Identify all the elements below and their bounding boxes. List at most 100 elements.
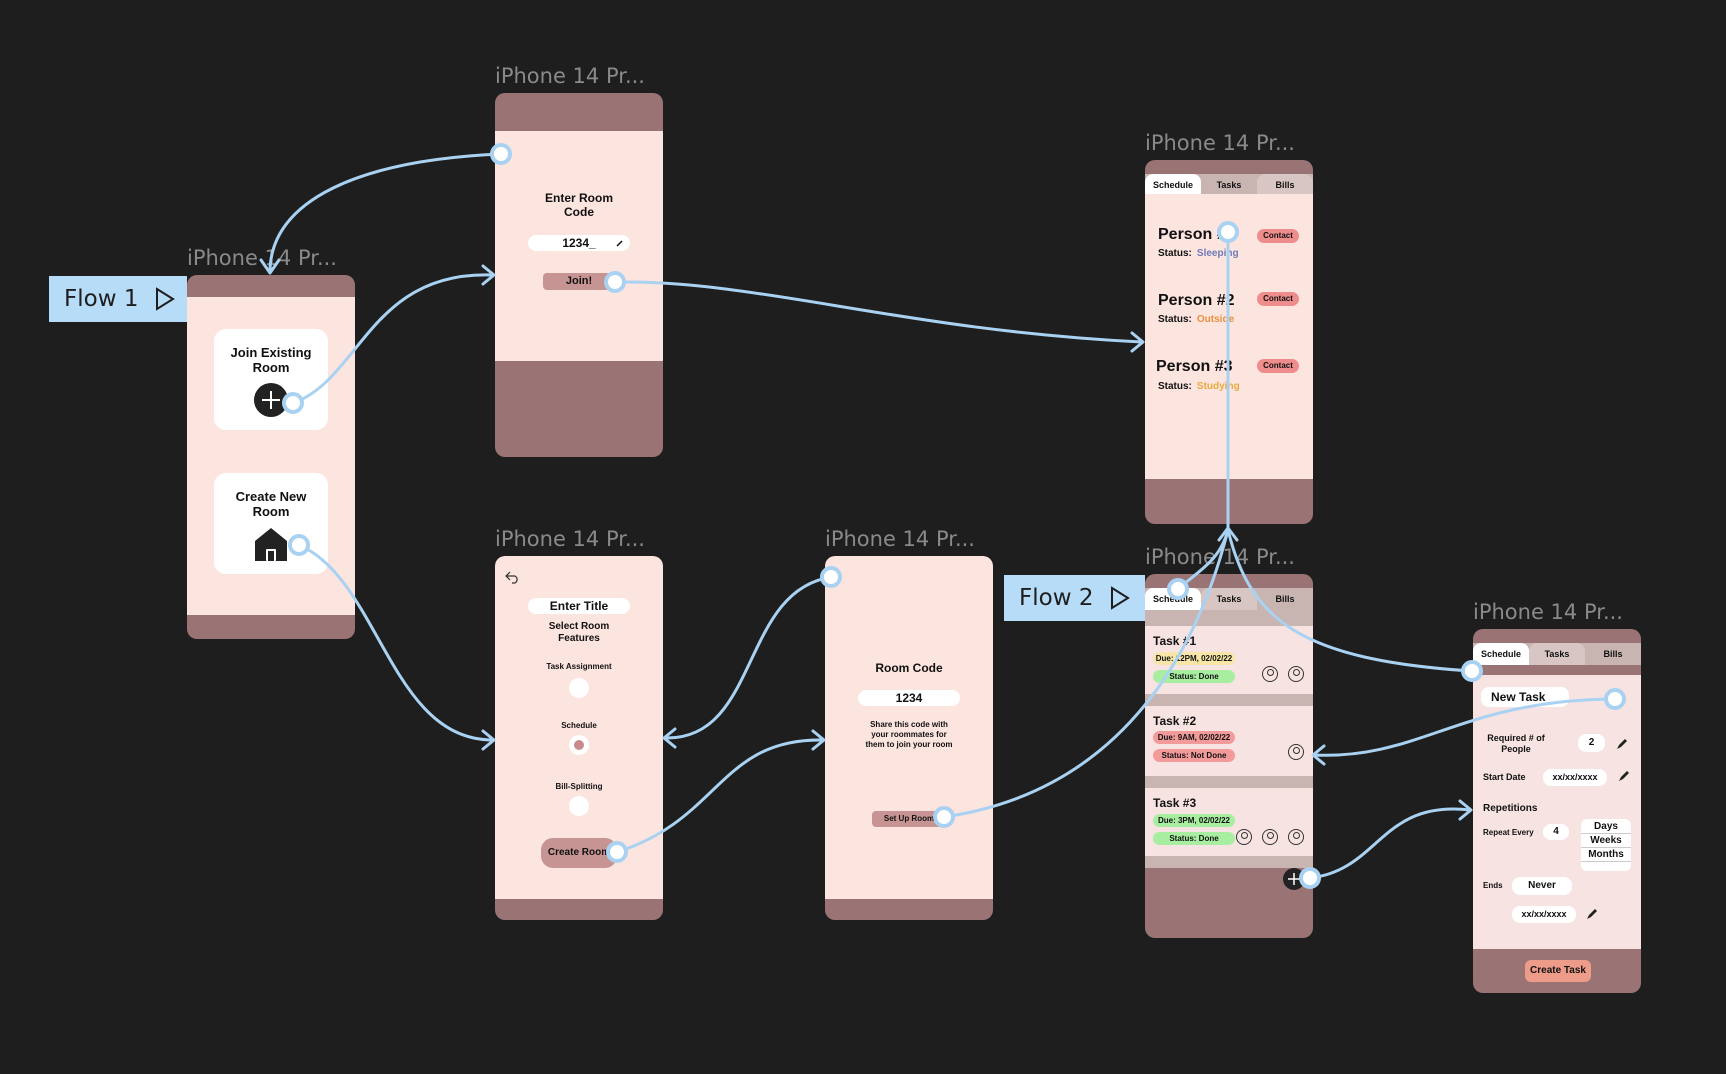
- start-date-input[interactable]: xx/xx/xxxx: [1543, 769, 1607, 786]
- avatar-icon: [1288, 744, 1304, 760]
- join-room-title: Join Existing Room: [230, 345, 312, 375]
- feature-schedule-label: Schedule: [561, 721, 597, 730]
- connection-handle[interactable]: [490, 143, 512, 165]
- avatar-icon: [1262, 666, 1278, 682]
- create-task-button[interactable]: Create Task: [1525, 960, 1591, 982]
- pencil-icon[interactable]: [1616, 738, 1628, 750]
- connection-handle[interactable]: [1604, 688, 1626, 710]
- room-code-input[interactable]: 1234_: [528, 235, 630, 251]
- flow-2-label: Flow 2: [1019, 585, 1094, 611]
- start-date-label: Start Date: [1483, 772, 1526, 782]
- ends-label: Ends: [1483, 881, 1503, 890]
- tab-schedule[interactable]: Schedule: [1145, 174, 1201, 196]
- room-code-title: Room Code: [875, 661, 943, 675]
- frame-label-schedule: iPhone 14 Pr...: [1145, 131, 1295, 155]
- feature-bill-radio[interactable]: [569, 796, 589, 816]
- feature-bill-label: Bill-Splitting: [555, 782, 603, 791]
- plus-circle-icon: [254, 383, 288, 417]
- join-screen: Enter Room Code 1234_ Join!: [495, 131, 663, 361]
- pencil-icon[interactable]: [1586, 908, 1598, 920]
- repeat-every-label: Repeat Every: [1483, 828, 1534, 837]
- contact-button-3[interactable]: Contact: [1257, 359, 1299, 373]
- task-3-title: Task #3: [1153, 796, 1197, 810]
- avatar-icon: [1236, 829, 1252, 845]
- repeat-unit-list[interactable]: Days Weeks Months: [1581, 819, 1631, 871]
- setup-room-button[interactable]: Set Up Room: [872, 811, 946, 827]
- feature-schedule-radio[interactable]: [569, 735, 589, 755]
- person-3-status: Status:Studying: [1158, 381, 1240, 392]
- required-input[interactable]: 2: [1578, 734, 1605, 752]
- code-phone: Room Code 1234 Share this code with your…: [825, 556, 993, 920]
- task-2-title: Task #2: [1153, 714, 1197, 728]
- connection-handle[interactable]: [820, 566, 842, 588]
- tab-schedule[interactable]: Schedule: [1473, 643, 1529, 665]
- frame-label-code: iPhone 14 Pr...: [825, 527, 975, 551]
- connection-handle[interactable]: [606, 841, 628, 863]
- required-label: Required # of People: [1487, 733, 1545, 754]
- room-code-value: 1234_: [562, 236, 596, 250]
- person-1-status: Status:Sleeping: [1158, 248, 1239, 259]
- tab-tasks[interactable]: Tasks: [1201, 588, 1257, 610]
- home-phone: Join Existing Room Create New Room: [187, 275, 355, 639]
- room-title-input[interactable]: Enter Title: [528, 598, 630, 614]
- repeat-every-input[interactable]: 4: [1543, 824, 1569, 840]
- connection-handle[interactable]: [288, 534, 310, 556]
- connection-line: [615, 738, 825, 854]
- end-date-input[interactable]: xx/xx/xxxx: [1512, 906, 1576, 923]
- unit-days[interactable]: Days: [1594, 821, 1618, 832]
- person-3-name: Person #3: [1156, 358, 1233, 375]
- create-screen: Enter Title Select Room Features Task As…: [495, 556, 663, 899]
- frame-label-join: iPhone 14 Pr...: [495, 64, 645, 88]
- create-room-card[interactable]: Create New Room: [214, 473, 328, 574]
- join-room-card[interactable]: Join Existing Room: [214, 329, 328, 430]
- connection-line: [942, 528, 1230, 819]
- back-arrow-icon[interactable]: [505, 570, 521, 584]
- newtask-tabbar: Schedule Tasks Bills: [1473, 643, 1641, 665]
- feature-task-radio[interactable]: [569, 678, 589, 698]
- unit-months[interactable]: Months: [1581, 847, 1631, 862]
- connection-handle[interactable]: [1217, 221, 1239, 243]
- connection-line: [268, 152, 503, 274]
- code-screen: Room Code 1234 Share this code with your…: [825, 556, 993, 899]
- connection-line: [613, 280, 1144, 344]
- task-name-value: New Task: [1491, 690, 1546, 704]
- join-button[interactable]: Join!: [543, 273, 615, 290]
- connection-line: [1312, 697, 1617, 757]
- contact-button-2[interactable]: Contact: [1257, 292, 1299, 306]
- create-room-button[interactable]: Create Room: [541, 838, 617, 868]
- pencil-icon[interactable]: [1618, 770, 1630, 782]
- avatar-icon: [1288, 829, 1304, 845]
- connection-line: [291, 273, 495, 405]
- connection-handle[interactable]: [1461, 660, 1483, 682]
- room-code-display: 1234: [858, 690, 960, 706]
- ends-input[interactable]: Never: [1512, 877, 1572, 895]
- tab-bills[interactable]: Bills: [1603, 649, 1623, 659]
- connection-handle[interactable]: [604, 271, 626, 293]
- connection-handle[interactable]: [282, 392, 304, 414]
- arrowhead: [1311, 744, 1326, 766]
- tab-bills[interactable]: Bills: [1275, 594, 1295, 604]
- flow-1-badge[interactable]: Flow 1: [49, 276, 187, 322]
- contact-button-1[interactable]: Contact: [1257, 229, 1299, 243]
- connection-handle[interactable]: [1167, 578, 1189, 600]
- tab-tasks[interactable]: Tasks: [1216, 180, 1242, 190]
- task-card-1[interactable]: Task #1 Due: 12PM, 02/02/22 Status: Done: [1145, 626, 1313, 694]
- flow-2-badge[interactable]: Flow 2: [1004, 575, 1145, 621]
- connection-handle[interactable]: [1299, 867, 1321, 889]
- unit-weeks[interactable]: Weeks: [1581, 833, 1631, 847]
- status-label: Status:: [1158, 248, 1192, 259]
- task-card-3[interactable]: Task #3 Due: 3PM, 02/02/22 Status: Done: [1145, 788, 1313, 856]
- tab-bills[interactable]: Bills: [1257, 174, 1313, 196]
- connection-line: [1308, 807, 1472, 880]
- arrowhead: [481, 729, 496, 751]
- task-name-input[interactable]: New Task: [1481, 687, 1569, 707]
- connection-handle[interactable]: [933, 806, 955, 828]
- person-2-name: Person #2: [1158, 292, 1235, 309]
- connection-line: [297, 543, 495, 742]
- avatar-icon: [1288, 666, 1304, 682]
- arrowhead: [662, 727, 677, 749]
- tab-tasks[interactable]: Tasks: [1529, 643, 1585, 665]
- play-icon: [156, 287, 176, 311]
- arrowhead: [811, 729, 826, 751]
- task-card-2[interactable]: Task #2 Due: 9AM, 02/02/22 Status: Not D…: [1145, 706, 1313, 776]
